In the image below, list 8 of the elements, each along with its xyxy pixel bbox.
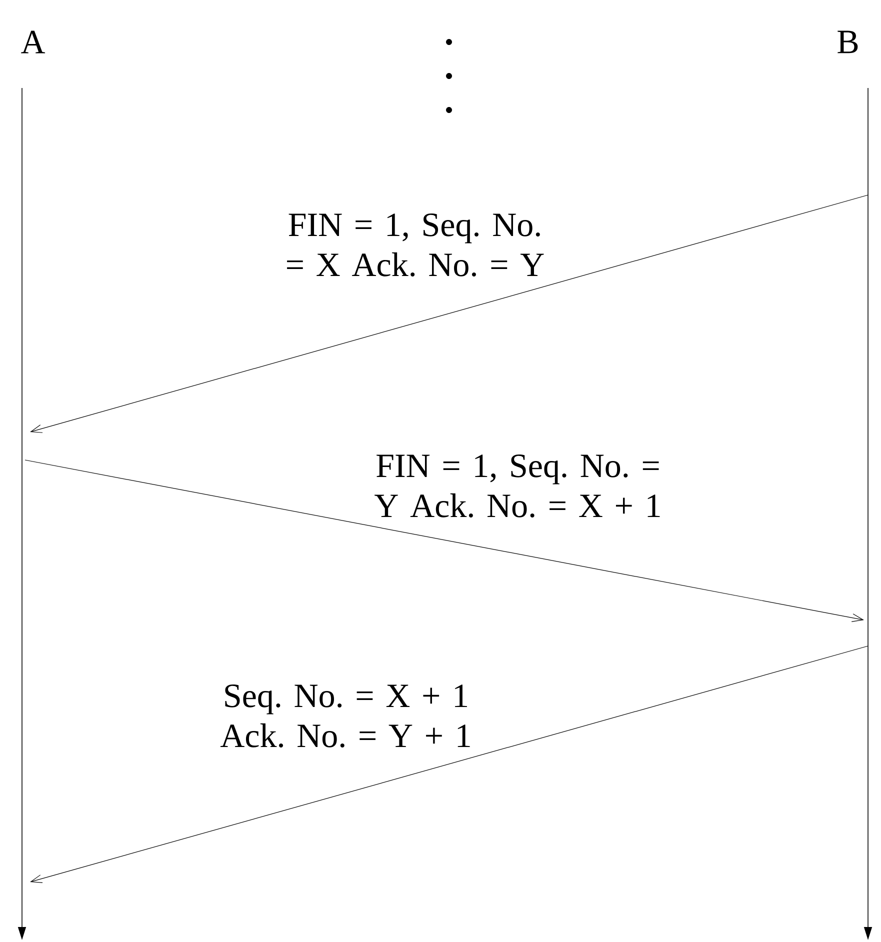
edge-label: Seq. No. = X + 1 Ack. No. = Y + 1	[220, 684, 470, 748]
lifeline-label: A	[21, 30, 46, 54]
message-arrow	[30, 646, 868, 883]
lifeline-label: B	[838, 30, 858, 54]
edge-label: FIN = 1, Seq. No. = Y Ack. No. = X + 1	[374, 454, 660, 518]
message-arrow	[24, 460, 864, 622]
edge-label: FIN = 1, Seq. No. = X Ack. No. = Y	[287, 214, 544, 276]
message-arrow	[30, 194, 868, 433]
